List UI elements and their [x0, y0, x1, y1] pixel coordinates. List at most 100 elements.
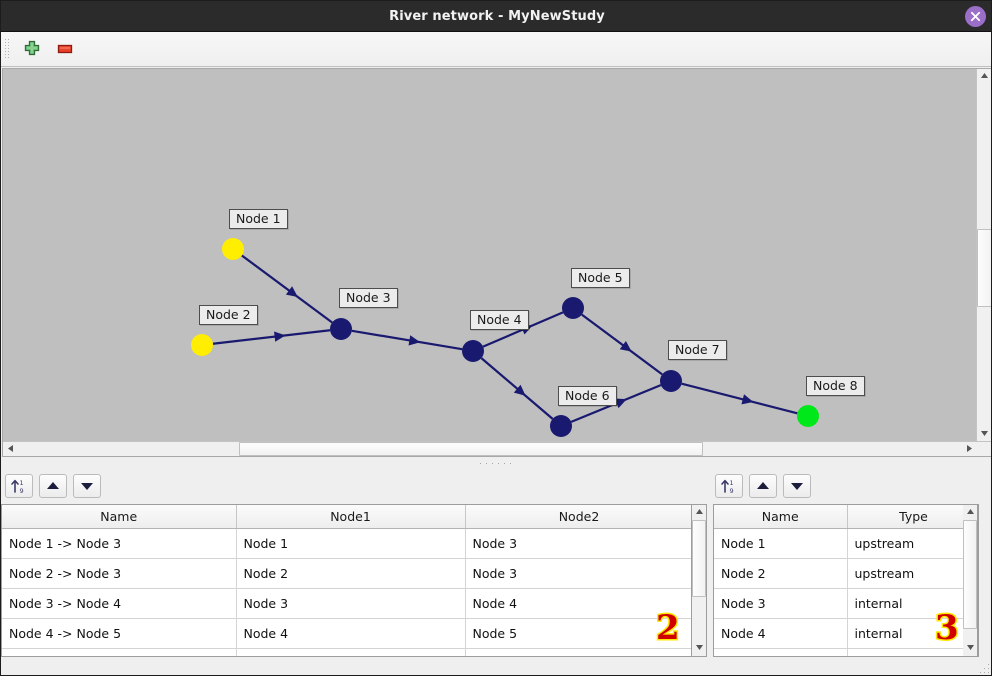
table-row-empty[interactable]: [2, 648, 691, 656]
graph-edge[interactable]: [241, 254, 333, 324]
table-cell[interactable]: Node 1: [236, 528, 466, 559]
nodes-table-scrollbar[interactable]: [963, 504, 978, 657]
panel-splitter[interactable]: [2, 458, 991, 470]
graph-node[interactable]: [191, 334, 213, 356]
graph-node-label[interactable]: Node 8: [806, 376, 865, 396]
add-node-button[interactable]: [20, 38, 44, 60]
move-link-up-button[interactable]: [39, 474, 67, 498]
graph-vscroll-thumb[interactable]: [977, 229, 991, 307]
graph-horizontal-scrollbar[interactable]: [3, 441, 991, 456]
graph-node[interactable]: [550, 415, 572, 437]
scroll-up-arrow-icon[interactable]: [977, 69, 991, 84]
graph-edge[interactable]: [581, 313, 663, 376]
window-resize-grip-icon[interactable]: [979, 663, 989, 673]
table-cell[interactable]: internal: [847, 618, 978, 649]
graph-node[interactable]: [660, 370, 682, 392]
graph-node-label[interactable]: Node 5: [571, 268, 630, 288]
table-cell-empty[interactable]: [465, 648, 691, 656]
graph-edge[interactable]: [480, 357, 554, 420]
graph-edge[interactable]: [212, 329, 331, 345]
graph-node-label[interactable]: Node 3: [339, 288, 398, 308]
nodes-scroll-up-arrow-icon[interactable]: [963, 505, 978, 520]
table-cell[interactable]: Node 3 -> Node 4: [2, 588, 237, 619]
graph-node-label[interactable]: Node 1: [229, 209, 288, 229]
links-table-toolbar: 1 9: [5, 474, 705, 500]
links-table-scrollbar[interactable]: [692, 504, 707, 657]
nodes-scroll-thumb[interactable]: [963, 520, 977, 629]
table-cell[interactable]: Node 3: [465, 528, 691, 559]
table-cell[interactable]: Node 5: [465, 618, 691, 649]
table-cell[interactable]: Node 4: [465, 588, 691, 619]
table-cell-empty[interactable]: [714, 648, 848, 656]
scroll-right-arrow-icon[interactable]: [962, 442, 977, 456]
table-cell[interactable]: upstream: [847, 558, 978, 589]
table-cell[interactable]: Node 3: [236, 588, 466, 619]
delete-node-button[interactable]: [53, 38, 77, 60]
column-header[interactable]: Node1: [236, 505, 466, 529]
table-row-empty[interactable]: [714, 648, 978, 656]
nodes-scroll-down-arrow-icon[interactable]: [963, 641, 978, 656]
column-header[interactable]: Type: [847, 505, 978, 529]
links-scroll-thumb[interactable]: [692, 520, 706, 597]
table-cell[interactable]: upstream: [847, 528, 978, 559]
table-cell[interactable]: Node 1: [714, 528, 848, 559]
table-cell[interactable]: Node 3: [465, 558, 691, 589]
move-node-up-button[interactable]: [749, 474, 777, 498]
scroll-left-arrow-icon[interactable]: [3, 442, 18, 456]
table-cell-empty[interactable]: [2, 648, 237, 656]
graph-node[interactable]: [330, 318, 352, 340]
graph-node-label[interactable]: Node 4: [470, 310, 529, 330]
table-cell[interactable]: Node 4 -> Node 5: [2, 618, 237, 649]
graph-hscroll-thumb[interactable]: [239, 442, 703, 456]
drag-grip-icon[interactable]: [5, 39, 10, 60]
table-cell[interactable]: Node 4: [236, 618, 466, 649]
move-link-down-button[interactable]: [73, 474, 101, 498]
graph-node[interactable]: [222, 238, 244, 260]
graph-node-label[interactable]: Node 6: [558, 386, 617, 406]
annotation-marker-3: 3 3: [934, 608, 961, 648]
sort-links-button[interactable]: 1 9: [5, 474, 33, 498]
graph-vertical-scrollbar[interactable]: [976, 69, 991, 442]
table-cell[interactable]: internal: [847, 588, 978, 619]
column-header[interactable]: Name: [2, 505, 237, 529]
table-cell-empty[interactable]: [847, 648, 978, 656]
network-graph-panel[interactable]: Node 1 Node 2 Node 3 Node 4 Node 5 Node 6 Node…: [2, 68, 991, 457]
graph-node[interactable]: [562, 297, 584, 319]
table-cell[interactable]: Node 3: [714, 588, 848, 619]
table-cell[interactable]: Node 1 -> Node 3: [2, 528, 237, 559]
graph-node[interactable]: [462, 340, 484, 362]
table-cell[interactable]: Node 2 -> Node 3: [2, 558, 237, 589]
links-scroll-down-arrow-icon[interactable]: [692, 641, 707, 656]
move-node-down-button[interactable]: [783, 474, 811, 498]
network-graph-canvas[interactable]: Node 1 Node 2 Node 3 Node 4 Node 5 Node 6 Node…: [3, 69, 977, 456]
graph-node[interactable]: [797, 405, 819, 427]
scroll-down-arrow-icon[interactable]: [977, 427, 991, 442]
links-scroll-up-arrow-icon[interactable]: [692, 505, 707, 520]
graph-node-label[interactable]: Node 2: [199, 305, 258, 325]
table-cell-empty[interactable]: [236, 648, 466, 656]
column-header[interactable]: Name: [714, 505, 848, 529]
table-cell[interactable]: Node 2: [236, 558, 466, 589]
sort-nodes-button[interactable]: 1 9: [715, 474, 743, 498]
graph-node-label[interactable]: Node 7: [668, 340, 727, 360]
graph-edge[interactable]: [681, 382, 798, 415]
close-icon[interactable]: [965, 6, 986, 27]
column-header[interactable]: Node2: [465, 505, 691, 529]
table-cell[interactable]: Node 2: [714, 558, 848, 589]
graph-edge[interactable]: [351, 329, 463, 351]
table-cell[interactable]: Node 4: [714, 618, 848, 649]
